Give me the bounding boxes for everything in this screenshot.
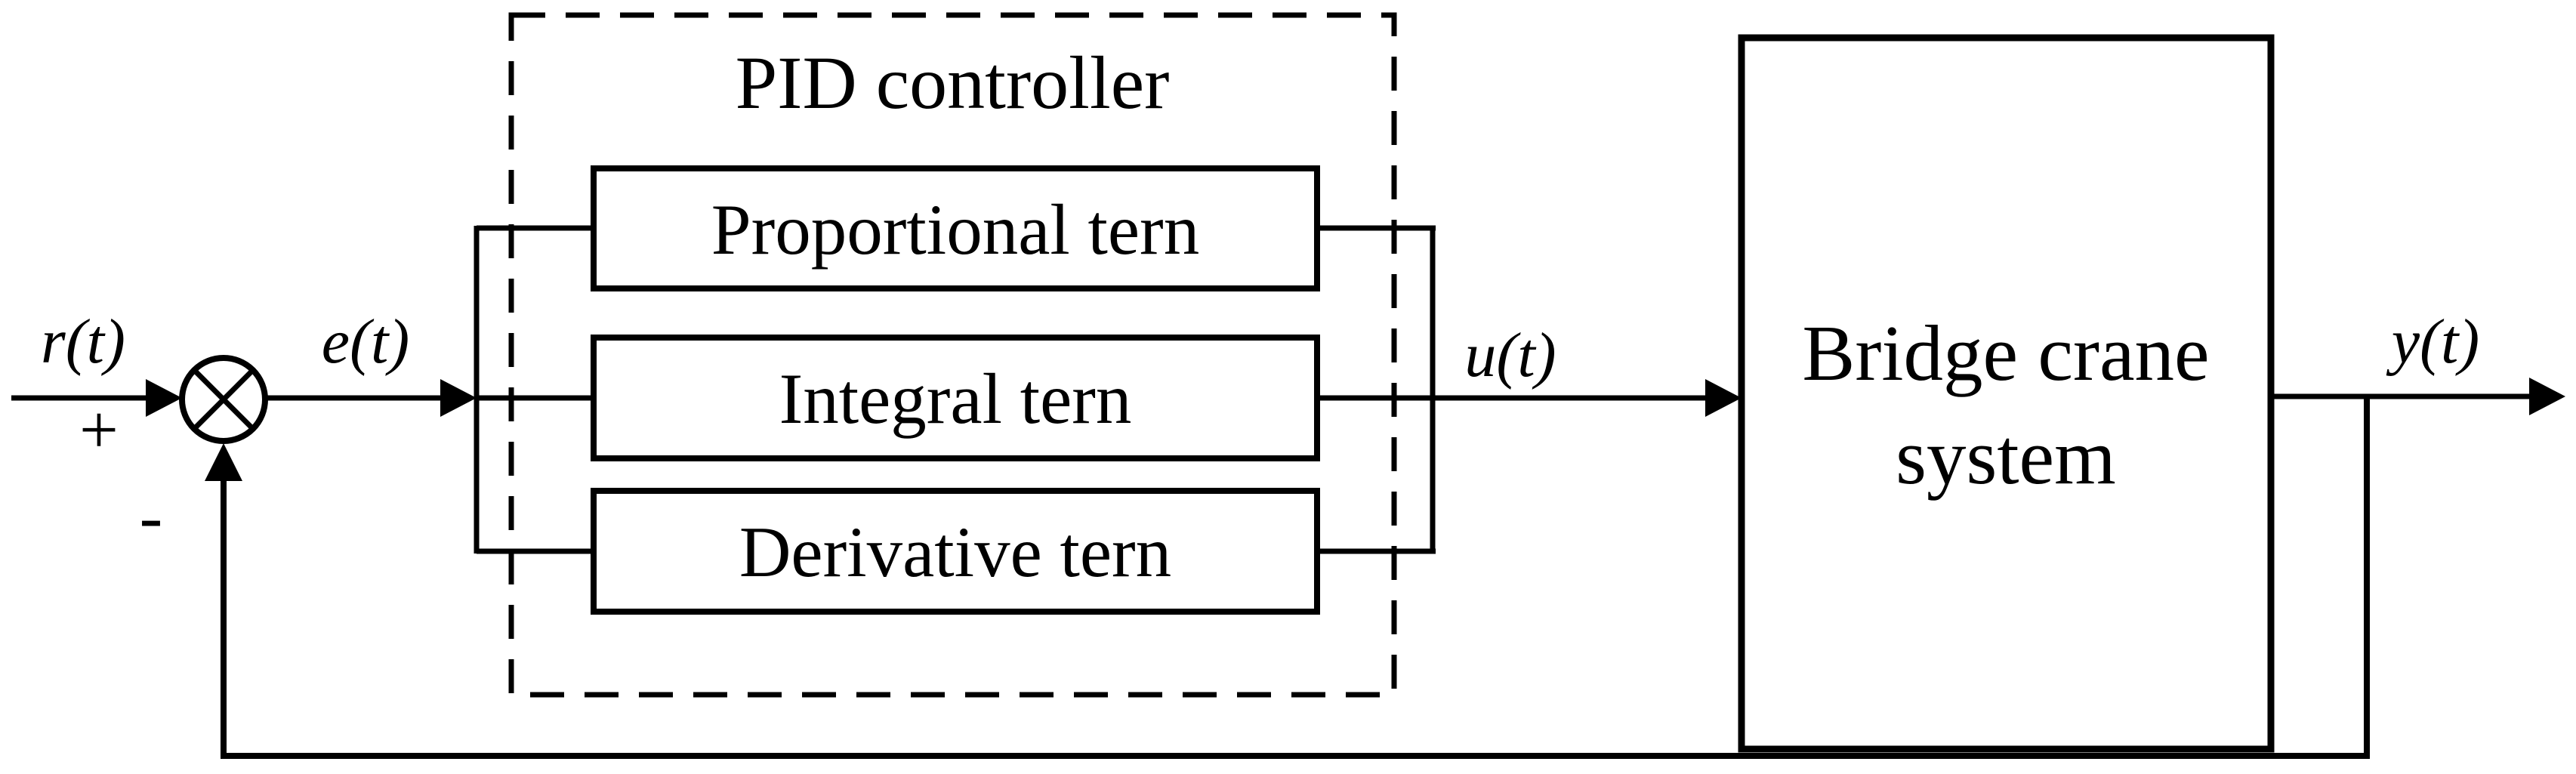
output-signal-label: y(t) bbox=[2386, 307, 2480, 377]
integral-term-block bbox=[591, 335, 1320, 461]
proportional-term-block bbox=[591, 165, 1320, 291]
plus-sign-label: + bbox=[79, 391, 119, 468]
control-arrowhead-icon bbox=[1705, 379, 1741, 417]
plant-label-line1: Bridge crane bbox=[1802, 309, 2209, 397]
feedback-arrowhead-icon bbox=[205, 443, 242, 481]
derivative-term-block bbox=[591, 488, 1320, 615]
plant-label-line2: system bbox=[1896, 412, 2116, 501]
minus-sign-label: - bbox=[140, 478, 163, 555]
error-signal-label: e(t) bbox=[322, 307, 410, 377]
pid-controller-title: PID controller bbox=[736, 41, 1170, 125]
bridge-crane-system-block bbox=[1738, 34, 2275, 753]
summing-junction-cross-line-2 bbox=[192, 368, 255, 431]
reference-signal-label: r(t) bbox=[41, 307, 125, 377]
reference-arrowhead-icon bbox=[146, 379, 182, 417]
integral-term-label: Integral tern bbox=[779, 359, 1132, 439]
feedback-wire bbox=[221, 396, 2370, 759]
pid-controller-dashed-boundary bbox=[508, 12, 1397, 698]
derivative-term-label: Derivative tern bbox=[739, 512, 1171, 592]
error-arrowhead-icon bbox=[440, 379, 477, 417]
control-signal-label: u(t) bbox=[1464, 320, 1556, 390]
output-arrowhead-icon bbox=[2529, 378, 2565, 415]
proportional-term-label: Proportional tern bbox=[711, 190, 1199, 270]
